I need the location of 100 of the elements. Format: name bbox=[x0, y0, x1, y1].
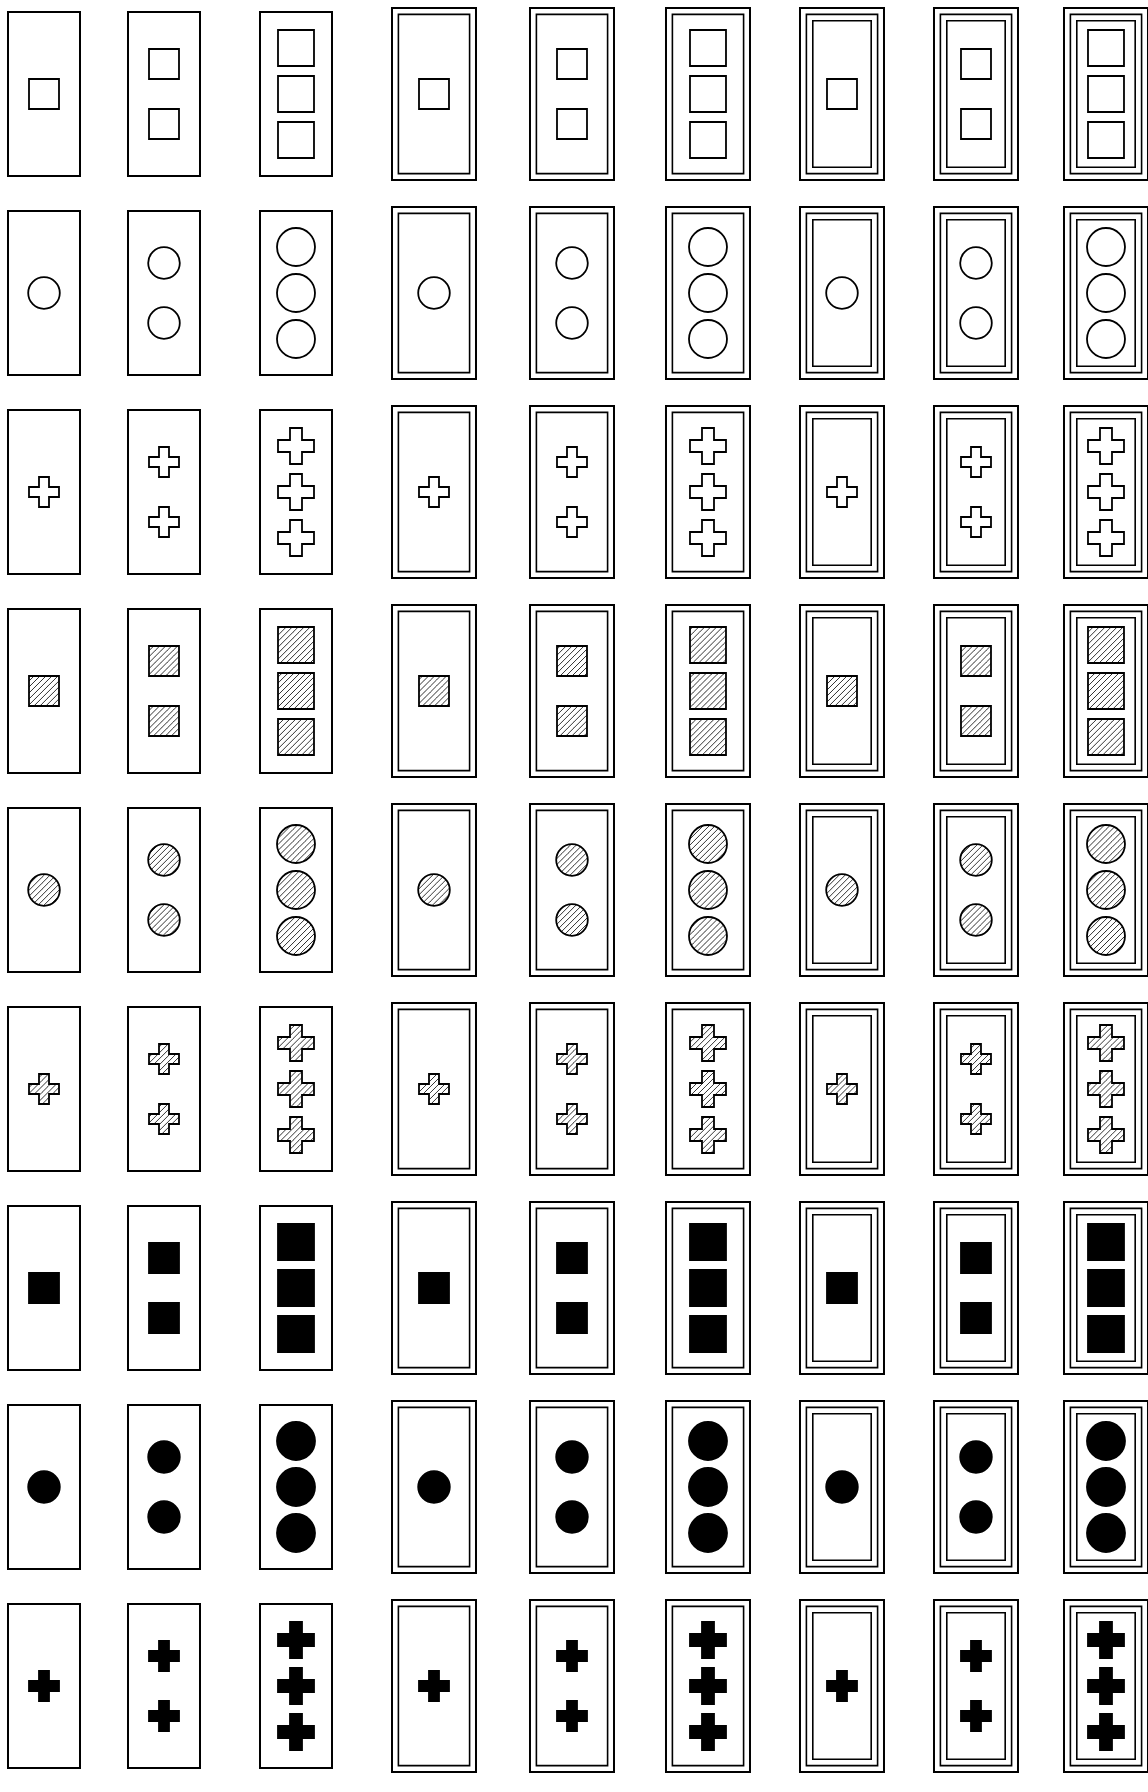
card bbox=[391, 206, 477, 380]
card bbox=[7, 807, 81, 973]
card bbox=[1063, 206, 1148, 380]
card bbox=[391, 1002, 477, 1176]
card bbox=[277, 672, 315, 710]
card bbox=[529, 1400, 615, 1574]
card bbox=[127, 1006, 201, 1172]
card bbox=[555, 843, 589, 877]
card bbox=[529, 1002, 615, 1176]
card bbox=[556, 645, 588, 677]
card bbox=[1063, 1201, 1148, 1375]
card bbox=[28, 675, 60, 707]
card bbox=[148, 645, 180, 677]
card bbox=[689, 672, 727, 710]
card bbox=[933, 206, 1019, 380]
card bbox=[933, 7, 1019, 181]
card bbox=[933, 405, 1019, 579]
card bbox=[1086, 916, 1126, 956]
card bbox=[1063, 405, 1148, 579]
card bbox=[688, 870, 728, 910]
card bbox=[556, 1043, 588, 1075]
card bbox=[665, 1400, 751, 1574]
card bbox=[391, 604, 477, 778]
card bbox=[7, 409, 81, 575]
card bbox=[277, 1024, 315, 1062]
card bbox=[529, 405, 615, 579]
card bbox=[417, 873, 451, 907]
card bbox=[259, 1205, 333, 1371]
card bbox=[7, 1205, 81, 1371]
card bbox=[1063, 7, 1148, 181]
card bbox=[1087, 1070, 1125, 1108]
card bbox=[1063, 1599, 1148, 1773]
card bbox=[665, 7, 751, 181]
card bbox=[665, 206, 751, 380]
card bbox=[127, 1205, 201, 1371]
card bbox=[391, 405, 477, 579]
card bbox=[277, 626, 315, 664]
card bbox=[259, 1404, 333, 1570]
card bbox=[826, 1073, 858, 1105]
card bbox=[959, 903, 993, 937]
card bbox=[418, 675, 450, 707]
card bbox=[556, 705, 588, 737]
card bbox=[148, 1103, 180, 1135]
card bbox=[7, 1006, 81, 1172]
card bbox=[799, 803, 885, 977]
card bbox=[391, 1201, 477, 1375]
card bbox=[27, 873, 61, 907]
card bbox=[933, 1201, 1019, 1375]
card bbox=[276, 870, 316, 910]
card bbox=[1063, 803, 1148, 977]
card bbox=[555, 903, 589, 937]
card bbox=[1087, 718, 1125, 756]
card bbox=[127, 11, 201, 177]
card bbox=[529, 1201, 615, 1375]
card bbox=[127, 210, 201, 376]
card bbox=[529, 1599, 615, 1773]
card bbox=[933, 1002, 1019, 1176]
card bbox=[529, 604, 615, 778]
card bbox=[391, 1400, 477, 1574]
card bbox=[1087, 672, 1125, 710]
card bbox=[127, 807, 201, 973]
card bbox=[799, 7, 885, 181]
card bbox=[799, 206, 885, 380]
card bbox=[1086, 870, 1126, 910]
card bbox=[1087, 1024, 1125, 1062]
card bbox=[391, 1599, 477, 1773]
card bbox=[665, 1599, 751, 1773]
card bbox=[1087, 626, 1125, 664]
card bbox=[960, 705, 992, 737]
card bbox=[960, 645, 992, 677]
card bbox=[799, 604, 885, 778]
card bbox=[689, 718, 727, 756]
card bbox=[7, 608, 81, 774]
card bbox=[1063, 1400, 1148, 1574]
card bbox=[799, 1201, 885, 1375]
card bbox=[259, 1603, 333, 1769]
card bbox=[1087, 1116, 1125, 1154]
card bbox=[276, 916, 316, 956]
card bbox=[277, 1070, 315, 1108]
card bbox=[689, 1070, 727, 1108]
card bbox=[148, 705, 180, 737]
card bbox=[127, 1404, 201, 1570]
card bbox=[259, 409, 333, 575]
card bbox=[665, 1002, 751, 1176]
card bbox=[127, 608, 201, 774]
card bbox=[529, 7, 615, 181]
card bbox=[7, 1404, 81, 1570]
card bbox=[1086, 824, 1126, 864]
card bbox=[799, 1400, 885, 1574]
card bbox=[147, 903, 181, 937]
card bbox=[391, 7, 477, 181]
card bbox=[689, 1116, 727, 1154]
card bbox=[529, 803, 615, 977]
card bbox=[556, 1103, 588, 1135]
card bbox=[689, 626, 727, 664]
card bbox=[7, 210, 81, 376]
card bbox=[959, 843, 993, 877]
card bbox=[259, 210, 333, 376]
card bbox=[826, 675, 858, 707]
card bbox=[276, 824, 316, 864]
